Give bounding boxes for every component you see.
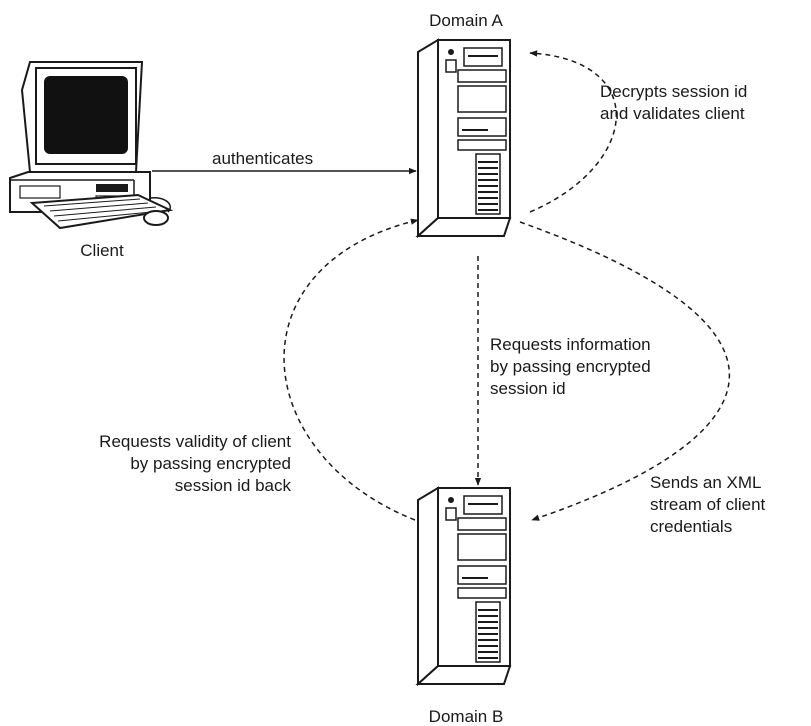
edge-requests-validity [283, 218, 419, 521]
domain-b-label: Domain B [429, 707, 504, 726]
domain-b-server-icon [417, 487, 511, 685]
sends-xml-label-line-3: credentials [650, 517, 732, 536]
requests-info-label-line-3: session id [490, 379, 566, 398]
decrypts-label-line-1: Decrypts session id [600, 82, 747, 101]
sends-xml-label-line-2: stream of client [650, 495, 766, 514]
requests-validity-label-line-3: session id back [175, 476, 292, 495]
authenticates-label: authenticates [212, 149, 313, 168]
client-label: Client [80, 241, 124, 260]
domain-a-server-icon [417, 39, 511, 237]
edge-decrypts-loop [529, 50, 617, 213]
requests-validity-label-line-1: Requests validity of client [99, 432, 291, 451]
sends-xml-label-line-1: Sends an XML [650, 473, 762, 492]
decrypts-label-line-2: and validates client [600, 104, 745, 123]
requests-info-label-line-1: Requests information [490, 335, 651, 354]
requests-info-label-line-2: by passing encrypted [490, 357, 651, 376]
edge-sends-xml [519, 221, 731, 521]
domain-a-label: Domain A [429, 11, 503, 30]
client-computer-icon [9, 61, 174, 230]
requests-validity-label-line-2: by passing encrypted [130, 454, 291, 473]
